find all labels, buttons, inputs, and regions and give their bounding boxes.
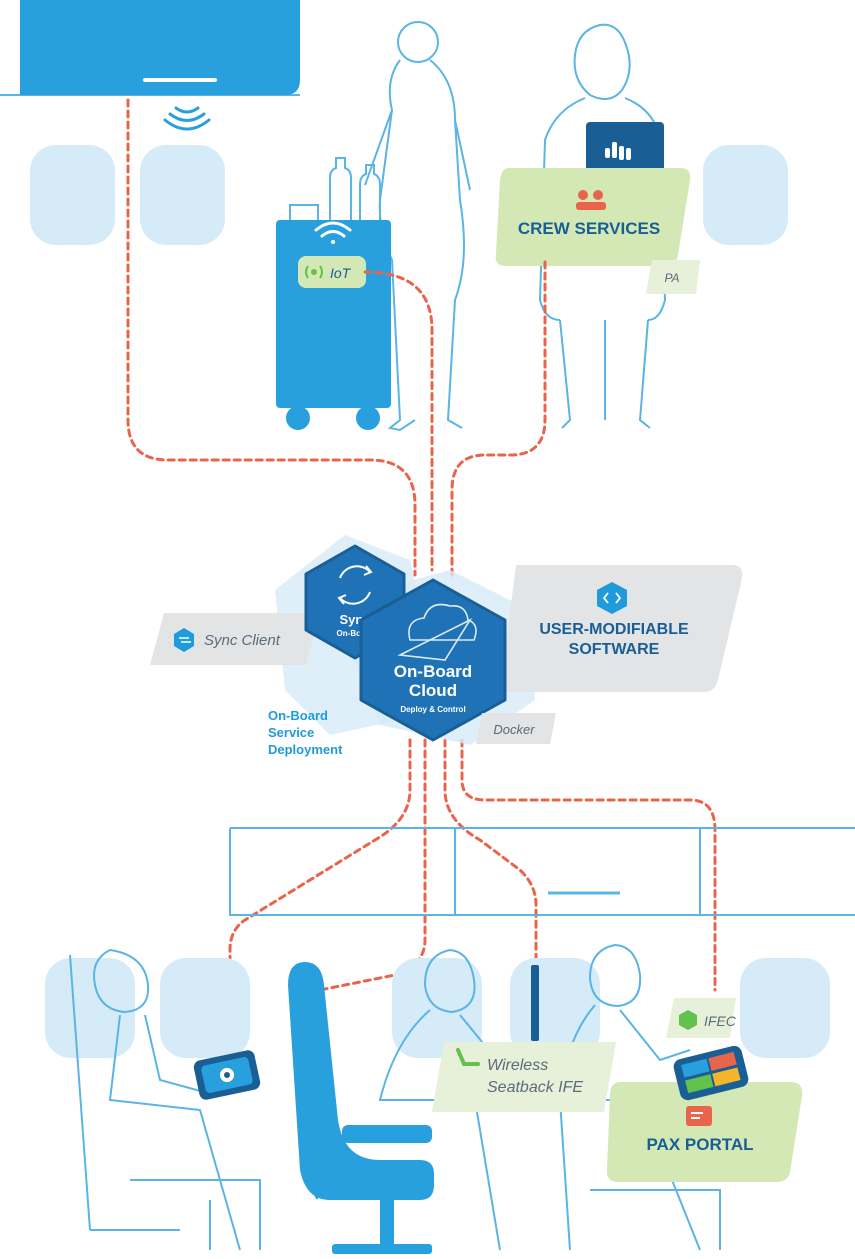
- cabin-window: [703, 145, 788, 245]
- wireless-label-1: Wireless: [487, 1057, 548, 1074]
- onboard-cloud-node: On-Board Cloud Deploy & Control: [359, 578, 507, 742]
- sync-client-icon: [174, 628, 194, 652]
- user-modifiable-card: USER-MODIFIABLE SOFTWARE: [500, 565, 743, 692]
- cloud-label-1: On-Board: [394, 662, 472, 681]
- service-cart: IoT: [276, 220, 391, 430]
- overhead-bins: [229, 827, 855, 916]
- touch-hand-icon: [605, 142, 631, 160]
- docker-label: Docker: [493, 722, 535, 737]
- ifec-label: IFEC: [704, 1013, 737, 1029]
- cabin-window: [140, 145, 225, 245]
- ifec-icon: [679, 1010, 697, 1030]
- sync-client-label: Sync Client: [204, 632, 281, 649]
- pa-tag: PA: [646, 260, 700, 294]
- passenger-seat: [288, 962, 434, 1254]
- iot-badge: [298, 256, 366, 288]
- tablet-icon: [193, 1050, 261, 1100]
- sync-client-tag: Sync Client: [150, 613, 320, 665]
- user-modifiable-label-2: SOFTWARE: [569, 641, 660, 658]
- cloud-plane-icon: [397, 603, 477, 661]
- ifec-tag: IFEC: [666, 998, 737, 1038]
- seatback-screen: [531, 965, 539, 1041]
- wifi-icon: [314, 221, 352, 244]
- wireless-seatback-tag: Wireless Seatback IFE: [432, 1042, 616, 1112]
- crew-icon: [576, 190, 606, 210]
- wireless-label-2: Seatback IFE: [487, 1079, 583, 1096]
- deployment-label-group: On-Board Service Deployment: [268, 708, 343, 757]
- sync-icon: [337, 565, 373, 605]
- iot-label: IoT: [330, 265, 352, 281]
- deployment-label-1: On-Board: [268, 708, 328, 723]
- pax-portal-icon: [686, 1106, 712, 1126]
- pa-label: PA: [664, 271, 679, 285]
- overhead-access-point: [20, 0, 300, 95]
- cabin-window: [45, 958, 135, 1058]
- seat-speaker-icon: [312, 1170, 325, 1200]
- code-icon: [597, 582, 627, 614]
- deployment-label-2: Service: [268, 725, 314, 740]
- docker-tag: Docker: [476, 713, 556, 744]
- cabin-window: [160, 958, 250, 1058]
- iot-signal-icon: [305, 265, 323, 279]
- hub-group: USER-MODIFIABLE SOFTWARE Sync Client Syn…: [150, 535, 743, 757]
- flight-attendant-figure: [289, 21, 471, 432]
- cloud-sub-label: Deploy & Control: [400, 705, 465, 714]
- pax-portal-card: PAX PORTAL: [606, 1045, 803, 1182]
- crew-services-card: CREW SERVICES: [495, 168, 691, 266]
- pax-device: [673, 1045, 749, 1101]
- wifi-icon: [163, 106, 211, 131]
- sync-sub-label: On-Board: [337, 629, 374, 638]
- crew-services-label: CREW SERVICES: [518, 219, 660, 238]
- cabin-window: [30, 145, 115, 245]
- seatback-icon: [456, 1048, 480, 1066]
- deployment-label-3: Deployment: [268, 742, 343, 757]
- user-modifiable-label-1: USER-MODIFIABLE: [539, 621, 689, 638]
- cloud-label-2: Cloud: [409, 681, 457, 700]
- pax-portal-label: PAX PORTAL: [646, 1135, 753, 1154]
- upper-cabin: [0, 0, 788, 245]
- lower-cabin: IFEC Wireless Seatback IFE: [45, 827, 855, 1254]
- crew-laptop: [586, 122, 664, 172]
- cabin-window: [740, 958, 830, 1058]
